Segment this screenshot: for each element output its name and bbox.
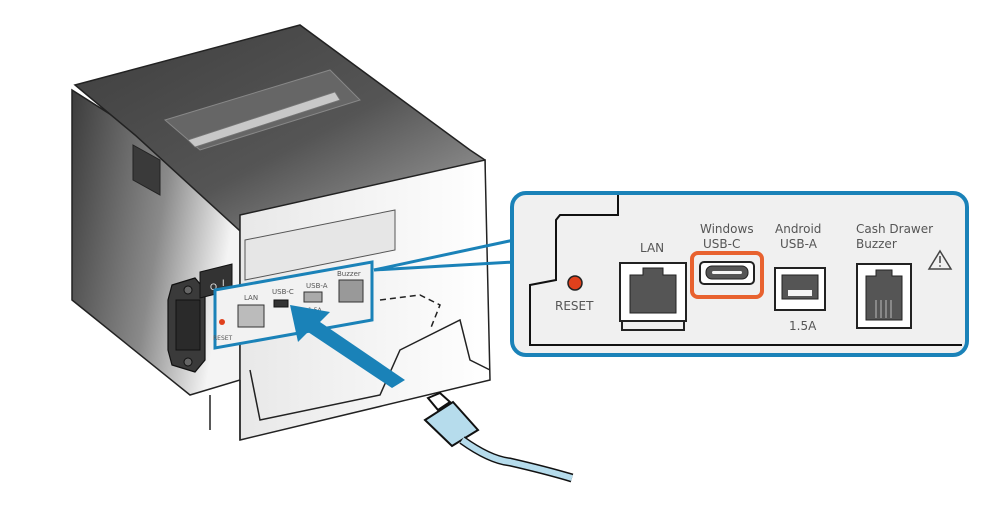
small-usbc-label: USB-C	[272, 288, 294, 296]
insert-arrow	[290, 305, 405, 388]
usb-a-port[interactable]	[774, 267, 826, 311]
callout-leaders	[373, 238, 515, 272]
rear-panel-small: RESET LAN USB-C USB-A 1.5A Buzzer	[213, 260, 374, 350]
screw-icon	[183, 285, 193, 295]
usba-current-label: 1.5A	[789, 319, 817, 333]
power-inlet	[167, 277, 206, 373]
small-usbc-port[interactable]	[273, 299, 289, 308]
usbc-label-line2: USB-C	[703, 237, 740, 251]
lan-port[interactable]	[619, 262, 687, 331]
drawer-label-line2: Buzzer	[856, 237, 897, 251]
cash-drawer-port[interactable]	[856, 263, 912, 329]
side-vent	[132, 144, 161, 196]
usba-label-line1: Android	[775, 222, 821, 236]
lan-label: LAN	[640, 241, 664, 255]
warning-triangle-icon	[927, 249, 953, 270]
small-reset-label: RESET	[213, 335, 233, 342]
small-usba-port	[303, 291, 323, 303]
usbc-label-line1: Windows	[700, 222, 754, 236]
printer-body	[71, 24, 491, 441]
small-buzzer-port	[338, 279, 364, 303]
small-usba-label: USB-A	[306, 282, 328, 290]
reset-button[interactable]	[567, 275, 583, 291]
port-callout: RESET LAN Windows USB-C Android USB-A 1.…	[510, 191, 969, 357]
usb-c-plug-body	[423, 400, 480, 448]
drawer-label-line1: Cash Drawer	[856, 222, 933, 236]
usb-c-cable	[423, 391, 574, 483]
switch-on-label: I	[222, 278, 225, 288]
reset-led-small	[219, 319, 225, 325]
usb-c-plug-tip	[426, 391, 452, 412]
small-lan-label: LAN	[244, 294, 258, 302]
switch-off-label: O	[210, 282, 217, 292]
reset-label: RESET	[555, 299, 594, 313]
usb-c-port[interactable]	[699, 261, 755, 285]
screw-icon	[183, 357, 193, 367]
usba-label-line2: USB-A	[780, 237, 818, 251]
small-lan-port	[237, 304, 265, 328]
small-buzzer-label: Buzzer	[337, 270, 361, 278]
